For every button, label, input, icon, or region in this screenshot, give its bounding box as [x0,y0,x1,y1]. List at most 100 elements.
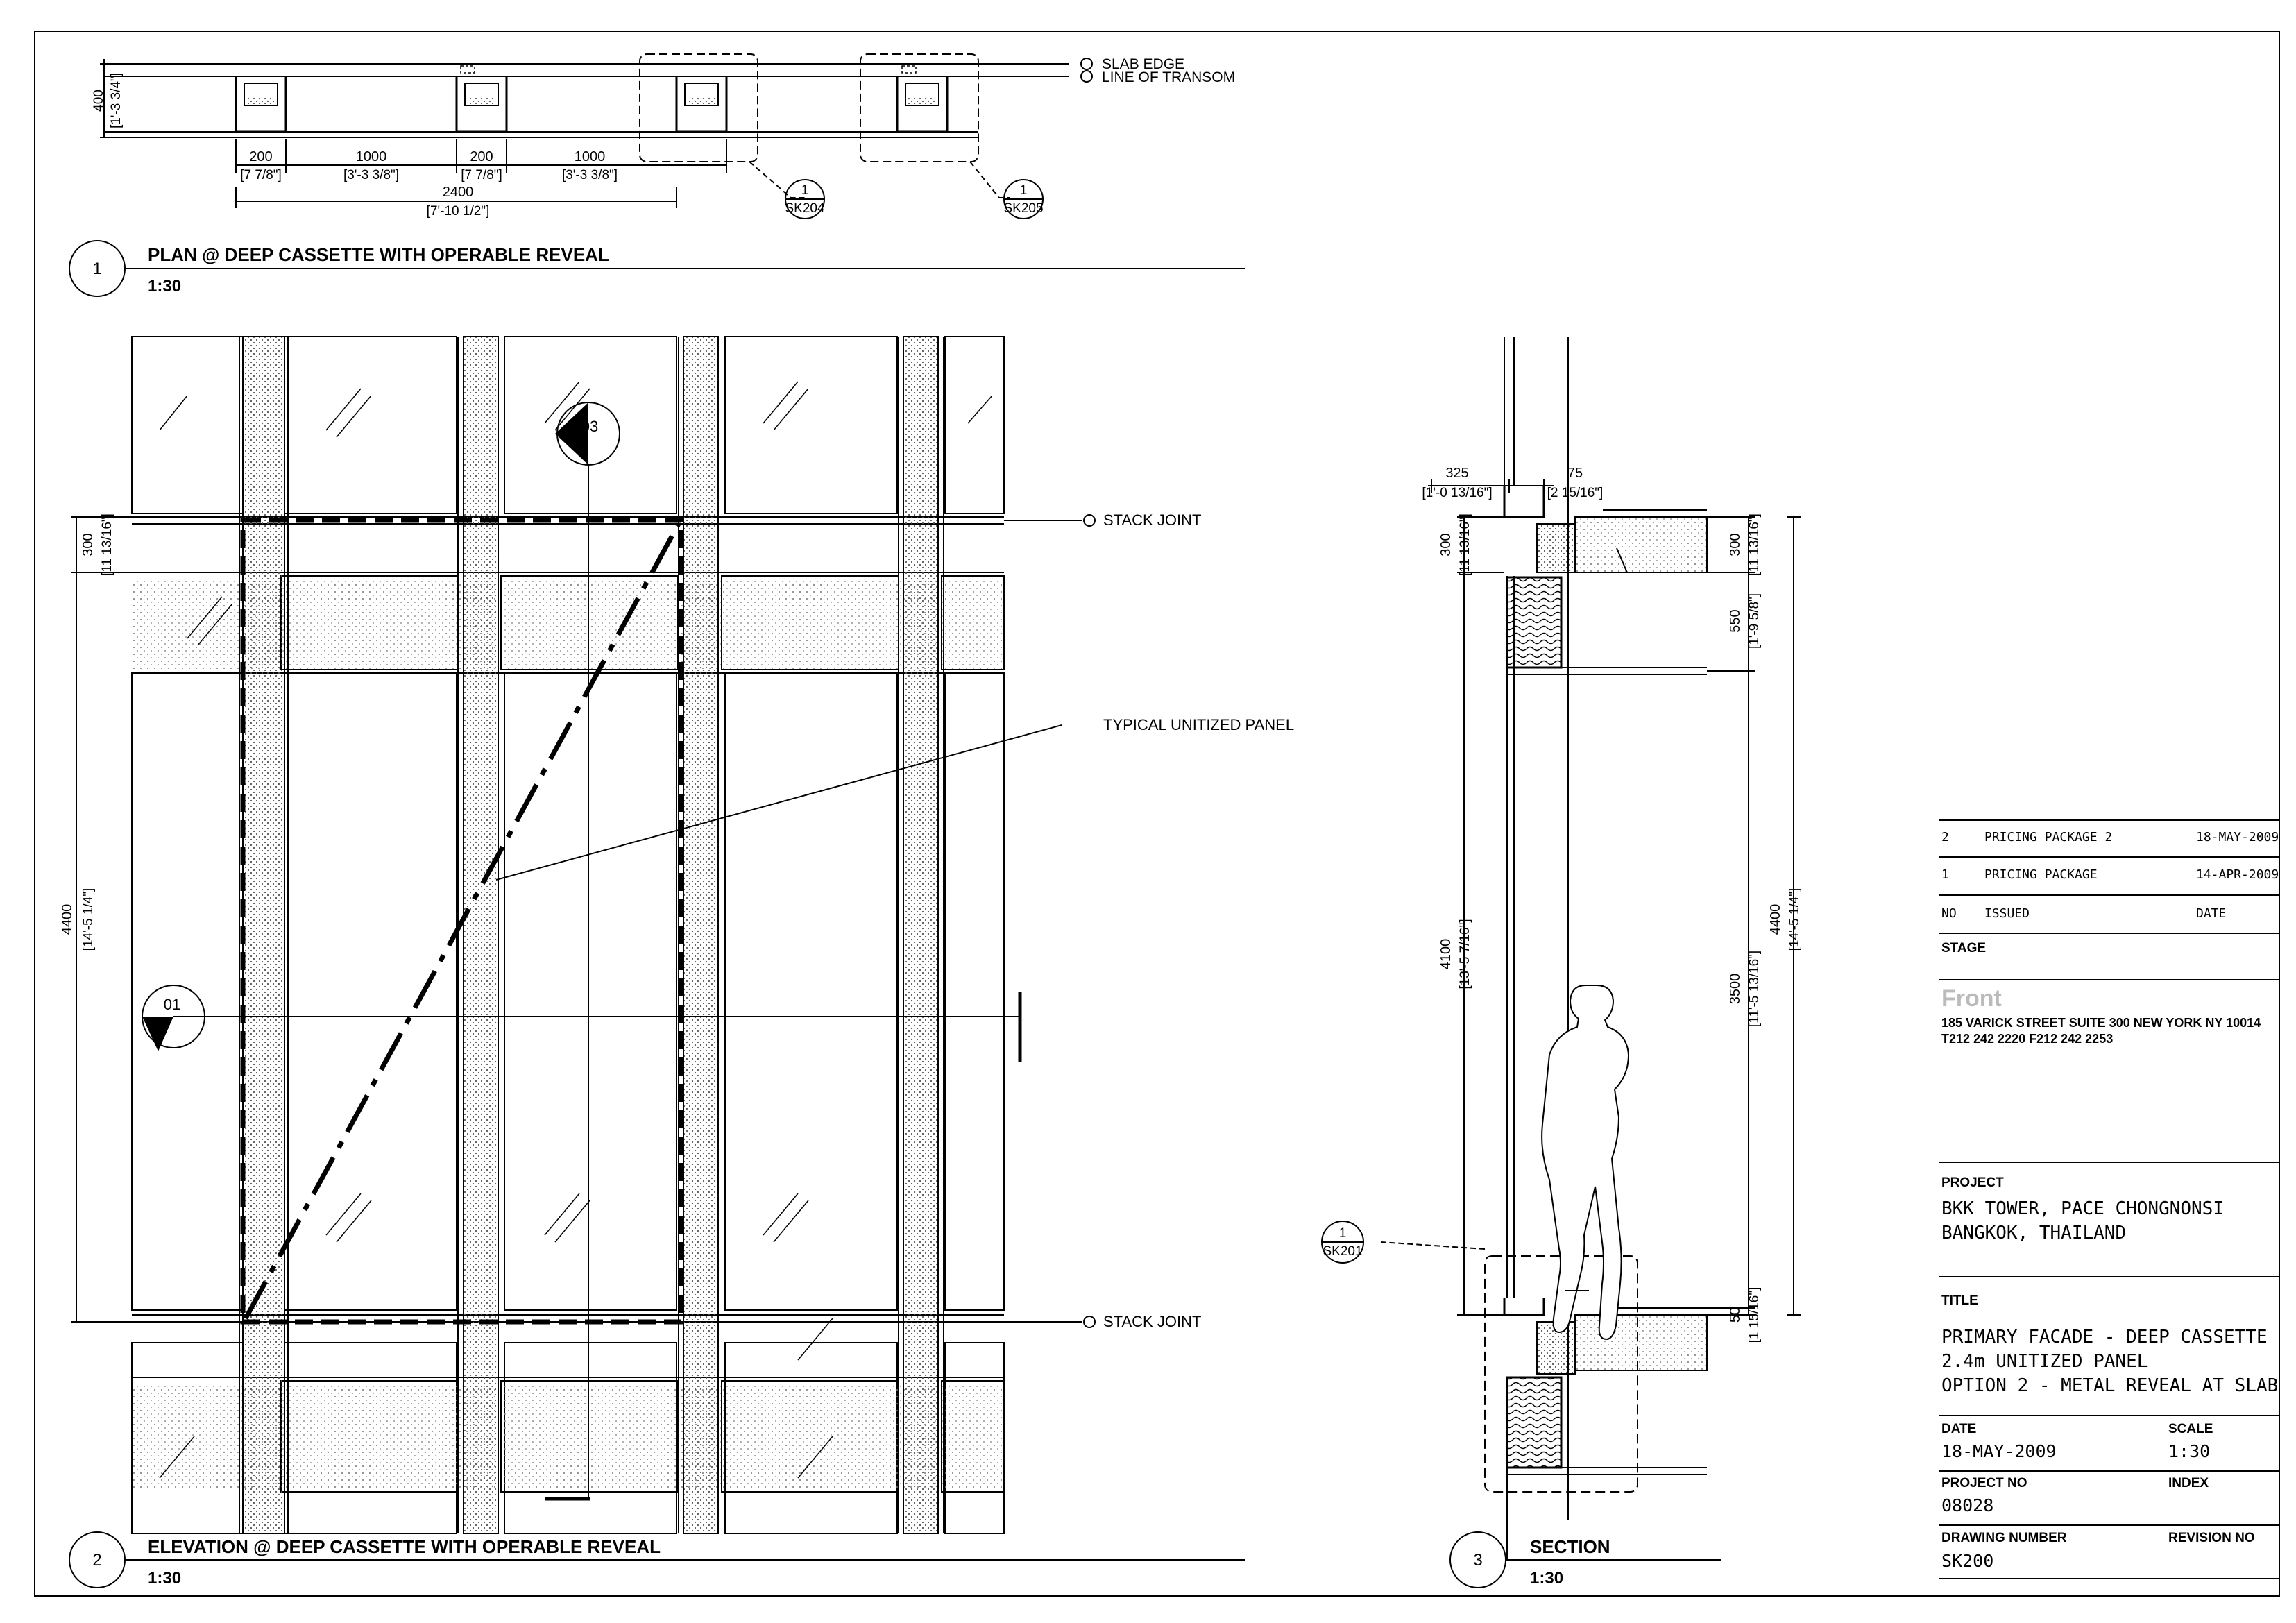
callout-sk204[interactable]: 1 SK204 [785,179,825,219]
view-number: 1 [92,260,101,278]
svg-text:PRICING PACKAGE 2: PRICING PACKAGE 2 [1984,830,2112,844]
svg-text:NO: NO [1941,906,1957,921]
svg-text:ISSUED: ISSUED [1984,906,2030,921]
svg-text:03: 03 [581,418,598,435]
svg-text:[1 15/16"]: [1 15/16"] [1747,1287,1762,1343]
svg-text:400: 400 [92,90,106,112]
svg-text:PRICING PACKAGE: PRICING PACKAGE [1984,867,2098,882]
svg-text:1: 1 [1339,1226,1347,1241]
svg-text:300: 300 [1438,533,1454,556]
svg-text:18-MAY-2009: 18-MAY-2009 [2196,830,2279,844]
view-title-plan: 1 PLAN @ DEEP CASSETTE WITH OPERABLE REV… [69,240,1245,297]
svg-text:[7 7/8"]: [7 7/8"] [461,168,502,182]
project-name: BKK TOWER, PACE CHONGNONSI [1941,1198,2224,1219]
project-no-value: 08028 [1941,1495,1993,1515]
svg-text:[2 15/16"]: [2 15/16"] [1547,486,1604,500]
view-number: 3 [1473,1551,1482,1570]
scale-value: 1:30 [2168,1441,2210,1461]
callout-number: 1 [801,183,809,198]
drawing-number-label: DRAWING NUMBER [1941,1531,2067,1545]
svg-text:200: 200 [470,149,493,164]
svg-text:2: 2 [1941,830,1949,844]
revision-no-label: REVISION NO [2168,1531,2255,1545]
stage-label: STAGE [1941,941,1986,955]
svg-text:1000: 1000 [356,149,387,164]
svg-text:2400: 2400 [443,185,474,200]
svg-text:75: 75 [1567,466,1583,481]
svg-text:[3'-3 3/8"]: [3'-3 3/8"] [562,168,618,182]
revision-row: 1 PRICING PACKAGE 14-APR-2009 [1941,867,2279,882]
svg-text:325: 325 [1445,466,1468,481]
svg-text:DATE: DATE [2196,906,2226,921]
svg-text:300: 300 [1728,533,1743,556]
label-line-of-transom: LINE OF TRANSOM [1102,69,1235,85]
svg-text:[3'-3 3/8"]: [3'-3 3/8"] [343,168,399,182]
svg-text:[13'-5 7/16"]: [13'-5 7/16"] [1458,919,1472,989]
svg-text:[11 13/16"]: [11 13/16"] [100,513,114,576]
svg-text:[1'-3 3/4"]: [1'-3 3/4"] [109,73,124,128]
firm-address: 185 VARICK STREET SUITE 300 NEW YORK NY … [1941,1016,2261,1030]
svg-text:[11 13/16"]: [11 13/16"] [1747,513,1762,576]
drawing-number-value: SK200 [1941,1551,1993,1571]
svg-text:14-APR-2009: 14-APR-2009 [2196,867,2279,882]
label-slab-edge: SLAB EDGE [1102,56,1184,72]
sheet-border [34,31,2280,1597]
svg-text:[7 7/8"]: [7 7/8"] [240,168,282,182]
view-title: SECTION [1530,1536,1610,1557]
project-no-label: PROJECT NO [1941,1476,2027,1490]
scale-label: SCALE [2168,1422,2213,1436]
svg-text:[1'-0 13/16"]: [1'-0 13/16"] [1422,486,1492,500]
svg-text:[11'-5 13/16"]: [11'-5 13/16"] [1747,951,1762,1027]
drawing-title-line: 2.4m UNITIZED PANEL [1941,1351,2148,1372]
person-silhouette [1541,985,1630,1341]
label-typical-unitized-panel: TYPICAL UNITIZED PANEL [1103,716,1294,733]
svg-text:200: 200 [249,149,272,164]
view-title: ELEVATION @ DEEP CASSETTE WITH OPERABLE … [148,1536,661,1557]
view-number: 2 [92,1551,101,1570]
view-title: PLAN @ DEEP CASSETTE WITH OPERABLE REVEA… [148,244,609,265]
operable-swing-line [243,522,681,1320]
plan-dimensions: 400 [1'-3 3/4"] 200 [7 7/8"] 1000 [3'-3 … [92,59,727,219]
svg-text:[7'-10 1/2"]: [7'-10 1/2"] [427,204,490,219]
index-label: INDEX [2168,1476,2209,1490]
svg-text:[14'-5 1/4"]: [14'-5 1/4"] [81,888,96,951]
svg-text:4400: 4400 [1768,904,1783,935]
svg-text:1: 1 [1941,867,1949,882]
svg-text:01: 01 [164,996,180,1013]
label-stack-joint-top: STACK JOINT [1103,511,1201,529]
svg-text:SK201: SK201 [1323,1244,1362,1259]
date-value: 18-MAY-2009 [1941,1441,2057,1461]
svg-text:[1'-9 5/8"]: [1'-9 5/8"] [1747,593,1762,649]
section-view: 1 SK201 325 [1'-0 13/16"] 75 [2 15/16"] … [1321,337,1802,1588]
callout-sk205[interactable]: 1 SK205 [1003,179,1044,219]
view-scale: 1:30 [1530,1569,1563,1588]
date-label: DATE [1941,1422,1976,1436]
typical-panel-outline [240,518,684,1325]
callout-reference: SK204 [785,201,824,216]
plan-view: 1 SK204 1 SK205 SLAB EDGE LINE OF TRANSO… [69,53,1245,297]
svg-text:4400: 4400 [60,904,75,935]
view-scale: 1:30 [148,277,181,296]
view-scale: 1:30 [148,1569,181,1588]
drawing-title-line: OPTION 2 - METAL REVEAL AT SLAB [1941,1375,2278,1396]
elevation-dimensions: 300 [11 13/16"] 4400 [14'-5 1/4"] [60,513,243,1323]
plan-detail-box-sk204 [639,53,758,162]
project-location: BANGKOK, THAILAND [1941,1223,2126,1243]
svg-text:[14'-5 1/4"]: [14'-5 1/4"] [1787,888,1802,951]
callout-reference: SK205 [1003,201,1043,216]
svg-text:300: 300 [80,533,96,556]
view-title-elevation: 2 ELEVATION @ DEEP CASSETTE WITH OPERABL… [69,1531,1245,1588]
firm-logo: Front [1941,985,2002,1012]
elevation-mullions [239,336,944,1534]
project-label: PROJECT [1941,1175,2004,1190]
section-mark-01[interactable]: 01 [142,985,205,1051]
drawing-title-line: PRIMARY FACADE - DEEP CASSETTE [1941,1327,2268,1348]
glass-reflection-marks [159,381,993,1479]
firm-phone: T212 242 2220 F212 242 2253 [1941,1032,2113,1046]
label-stack-joint-bottom: STACK JOINT [1103,1313,1201,1330]
plan-mullions [235,65,949,133]
callout-sk201[interactable]: 1 SK201 [1321,1221,1364,1264]
title-label: TITLE [1941,1293,1978,1308]
section-mark-03[interactable]: 03 [555,402,620,466]
